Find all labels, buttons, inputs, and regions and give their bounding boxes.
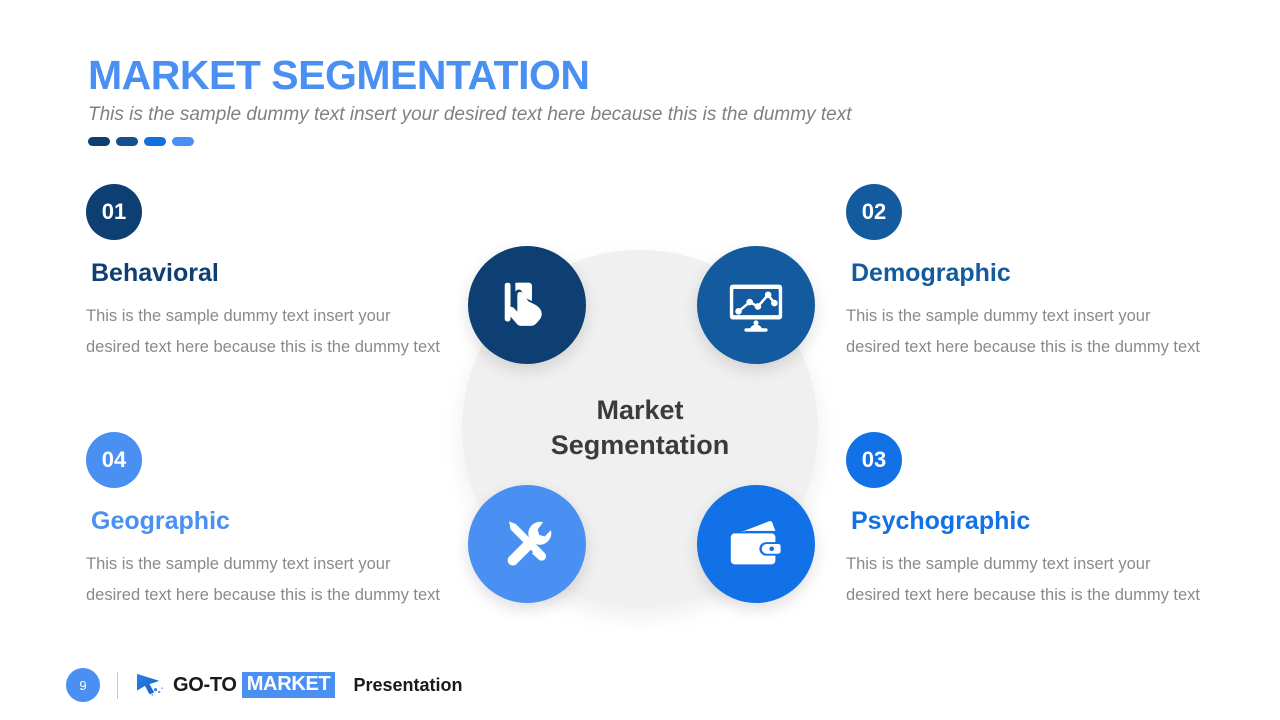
page-number-badge: 9 [66, 668, 100, 702]
brand-goto-text: GO-TO [173, 673, 237, 696]
center-label-line2: Segmentation [550, 430, 730, 460]
icon-circle-demographic[interactable] [697, 246, 815, 364]
segment-body-demographic: This is the sample dummy text insert you… [846, 307, 1201, 356]
center-label: Market Segmentation [462, 250, 818, 606]
segment-number-badge-02: 02 [846, 184, 902, 240]
segment-psychographic: 03 Psychographic This is the sample dumm… [846, 432, 1216, 610]
brand-market-text: MARKET [241, 672, 336, 698]
accent-dash-3 [144, 137, 166, 146]
page-title: MARKET SEGMENTATION [88, 52, 590, 98]
segment-number-badge-01: 01 [86, 184, 142, 240]
tools-wrench-screwdriver-icon [507, 521, 552, 566]
segment-title-psychographic: Psychographic [851, 507, 1031, 535]
icon-circle-behavioral[interactable] [468, 246, 586, 364]
segment-number-badge-04: 04 [86, 432, 142, 488]
brand-lockup: GO-TO MARKET Presentation [173, 672, 462, 698]
hand-touch-card-icon [504, 282, 542, 326]
segment-title-geographic: Geographic [91, 507, 230, 535]
segment-geographic: 04 Geographic This is the sample dummy t… [86, 432, 456, 610]
segment-body-psychographic: This is the sample dummy text insert you… [846, 555, 1201, 604]
segment-behavioral: 01 Behavioral This is the sample dummy t… [86, 184, 456, 362]
footer: 9 GO-TO MARKET Presentation [66, 668, 462, 702]
accent-dashes [88, 137, 194, 146]
center-label-line1: Market [596, 395, 684, 426]
cursor-arrow-icon [137, 673, 163, 696]
segment-body-geographic: This is the sample dummy text insert you… [86, 555, 441, 604]
icon-circle-geographic[interactable] [468, 485, 586, 603]
brand-presentation-text: Presentation [353, 674, 463, 695]
monitor-chart-icon [729, 284, 783, 332]
accent-dash-2 [116, 137, 138, 146]
segment-number-badge-03: 03 [846, 432, 902, 488]
segment-title-demographic: Demographic [851, 259, 1011, 287]
segment-demographic: 02 Demographic This is the sample dummy … [846, 184, 1216, 362]
segment-body-behavioral: This is the sample dummy text insert you… [86, 307, 441, 356]
segment-title-behavioral: Behavioral [91, 259, 219, 287]
accent-dash-1 [88, 137, 110, 146]
icon-circle-psychographic[interactable] [697, 485, 815, 603]
wallet-icon [730, 521, 781, 565]
accent-dash-4 [172, 137, 194, 146]
footer-divider [117, 671, 118, 699]
page-subtitle: This is the sample dummy text insert you… [88, 104, 852, 125]
